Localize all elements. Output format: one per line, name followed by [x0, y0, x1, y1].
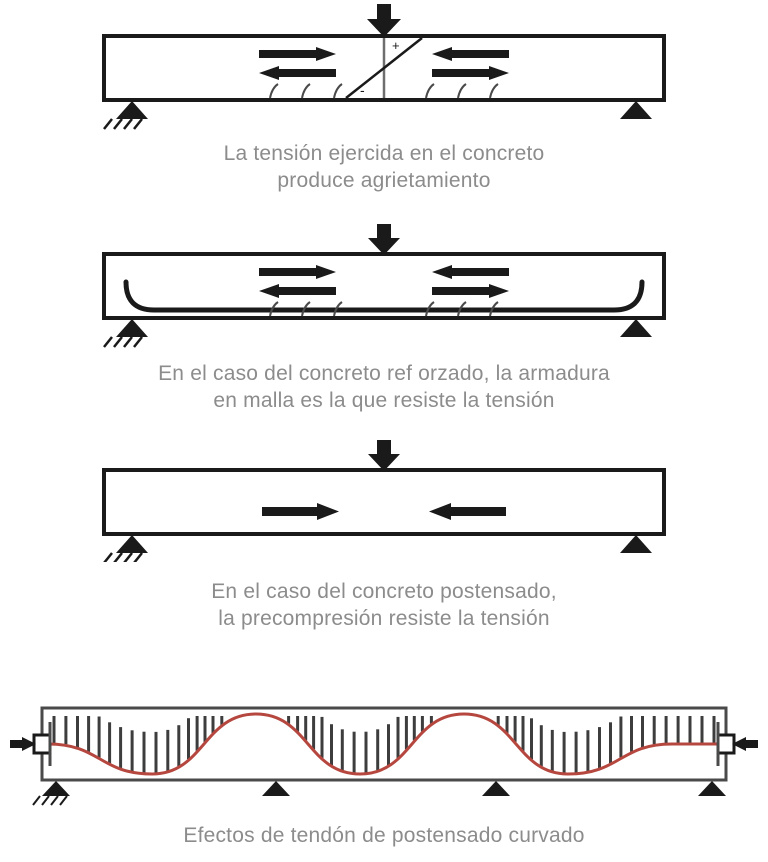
stress-arrow-left-bottom: [259, 66, 336, 80]
panel-post-tensioned-concrete: En el caso del concreto postensado, la p…: [0, 438, 768, 632]
support-roller-right: [620, 535, 652, 553]
stress-arrow-right-middle: [429, 503, 506, 520]
panel-curved-tendon-effects: Efectos de tendón de postensado curvado: [0, 692, 768, 849]
stress-arrow-right-top: [432, 47, 509, 61]
stress-arrow-right-top: [432, 265, 509, 279]
diagram-post-tensioned-concrete: [102, 440, 666, 562]
anchor-force-arrow-left: [10, 737, 36, 751]
crack-marks: [269, 301, 499, 317]
beam-outline: [102, 252, 666, 320]
stress-arrow-left-bottom: [259, 284, 336, 298]
panel-plain-concrete-cracking: + -: [0, 0, 768, 194]
diagram-curved-tendon-effects: [10, 706, 758, 806]
support-roller-right: [620, 319, 652, 337]
support-pinned-left: [103, 319, 148, 348]
support-roller-mid-1: [262, 781, 290, 796]
caption-curved-tendon-effects: Efectos de tendón de postensado curvado: [183, 824, 585, 847]
diagram-reinforced-concrete: [102, 224, 666, 348]
support-roller-mid-2: [482, 781, 510, 796]
right-anchorage-plate: [716, 722, 758, 766]
stress-diagonal-line: [345, 37, 423, 99]
stress-arrow-left-top: [259, 47, 336, 61]
down-arrow-icon: [368, 440, 400, 471]
curved-post-tensioning-tendon: [47, 712, 720, 776]
down-arrow-icon: [367, 4, 401, 37]
stress-arrow-right-bottom: [432, 66, 509, 80]
beam-outline: [102, 468, 666, 536]
stress-arrow-right-bottom: [432, 284, 509, 298]
stress-arrow-left-top: [259, 265, 336, 279]
panel-reinforced-concrete: En el caso del concreto ref orzado, la a…: [0, 222, 768, 414]
stress-sign-positive: +: [392, 38, 400, 53]
caption-post-tensioned-concrete: En el caso del concreto postensado, la p…: [211, 580, 557, 630]
uplift-force-marks: [52, 716, 716, 773]
caption-reinforced-concrete: En el caso del concreto ref orzado, la a…: [158, 362, 610, 412]
support-roller-right: [698, 781, 726, 796]
crack-marks: [269, 83, 499, 99]
down-arrow-icon: [368, 224, 400, 255]
diagram-plain-concrete-cracking: + -: [102, 4, 666, 130]
support-roller-right: [620, 101, 652, 119]
stress-sign-negative: -: [360, 82, 365, 98]
hooked-reinforcement-bar: [123, 279, 645, 313]
support-pinned-left: [103, 535, 148, 562]
caption-plain-concrete-cracking: La tensión ejercida en el concreto produ…: [223, 142, 545, 192]
anchor-force-arrow-right: [732, 737, 758, 751]
support-pinned-left: [103, 101, 148, 130]
left-anchorage-plate: [10, 722, 52, 766]
support-pinned-left: [32, 781, 70, 806]
stress-arrow-left-middle: [262, 503, 339, 520]
